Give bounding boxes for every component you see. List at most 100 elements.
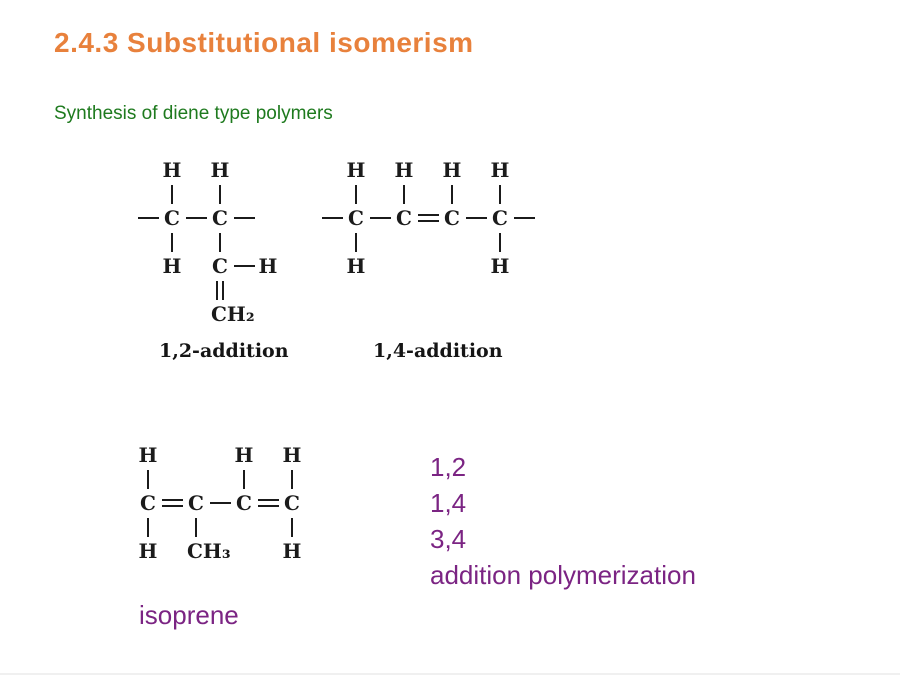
empty-cell (368, 182, 392, 206)
empty-cell (184, 443, 208, 467)
empty-cell (256, 278, 280, 302)
empty-cell (136, 254, 160, 278)
bond-line (513, 217, 535, 219)
empty-cell (184, 158, 208, 182)
bond-line (355, 232, 357, 252)
bond-v (136, 467, 160, 491)
bond-v (344, 182, 368, 206)
empty-cell (320, 158, 344, 182)
bond-h (512, 206, 536, 230)
bond-line (233, 265, 255, 267)
empty-cell (512, 158, 536, 182)
note-line-14: 1,4 (430, 488, 467, 518)
atom-hydrogen: H (490, 254, 510, 278)
empty-cell (464, 182, 488, 206)
empty-cell (416, 230, 440, 254)
isoprene-label: isoprene (139, 600, 239, 630)
bond-line (465, 217, 487, 219)
empty-cell (208, 443, 232, 467)
atom-carbon: C (284, 491, 300, 515)
empty-cell (232, 302, 256, 326)
bond-line (219, 184, 221, 204)
bond-line (369, 217, 391, 219)
bond-v (208, 182, 232, 206)
atom-hydrogen: H (282, 539, 302, 563)
empty-cell (160, 467, 184, 491)
empty-cell (232, 182, 256, 206)
empty-cell (320, 182, 344, 206)
bond-line (417, 214, 439, 222)
empty-cell (184, 278, 208, 302)
bond-h (464, 206, 488, 230)
atom-carbon: C (140, 491, 156, 515)
atom-hydrogen: H (210, 158, 230, 182)
empty-cell (368, 230, 392, 254)
bond-v (488, 182, 512, 206)
bond-line (257, 499, 279, 507)
bond-v (208, 230, 232, 254)
empty-cell (416, 254, 440, 278)
empty-cell (160, 539, 184, 563)
bond-line (321, 217, 343, 219)
bond-v (488, 230, 512, 254)
note-line-12: 1,2 (430, 452, 467, 482)
bond-v (160, 230, 184, 254)
bond-v (232, 467, 256, 491)
atom-hydrogen: H (490, 158, 510, 182)
atom-hydrogen: H (162, 158, 182, 182)
empty-cell (440, 254, 464, 278)
slide-bottom-edge (0, 673, 900, 675)
atom-hydrogen: H (346, 158, 366, 182)
bond-line (219, 232, 221, 252)
bond-line (291, 517, 293, 537)
slide-subtitle: Synthesis of diene type polymers (54, 103, 333, 124)
atom-carbon: C (348, 206, 364, 230)
empty-cell (232, 158, 256, 182)
empty-cell (160, 443, 184, 467)
atom-carbon: C (188, 491, 204, 515)
atom-carbon: C (236, 491, 252, 515)
atom-hydrogen: H (282, 443, 302, 467)
empty-cell (208, 539, 232, 563)
bond-line (185, 217, 207, 219)
empty-cell (208, 467, 232, 491)
bond-line (355, 184, 357, 204)
empty-cell (512, 254, 536, 278)
empty-cell (232, 515, 256, 539)
bond-line (403, 184, 405, 204)
bond-line (171, 232, 173, 252)
bond-h (232, 254, 256, 278)
empty-cell (368, 158, 392, 182)
bond-v (184, 515, 208, 539)
bond-h (208, 491, 232, 515)
bond-v (136, 515, 160, 539)
empty-cell (464, 230, 488, 254)
empty-cell (392, 254, 416, 278)
atom-carbon: C (164, 206, 180, 230)
empty-cell (256, 515, 280, 539)
bond-line (243, 469, 245, 489)
atom-carbon: C (396, 206, 412, 230)
empty-cell (256, 182, 280, 206)
bond-dh (416, 206, 440, 230)
note-line-34: 3,4 (430, 524, 467, 554)
note-line-addition-polymerization: addition polymerization (430, 560, 696, 590)
bond-line (209, 502, 231, 504)
empty-cell (160, 302, 184, 326)
bond-h (136, 206, 160, 230)
bond-line (137, 217, 159, 219)
empty-cell (160, 278, 184, 302)
empty-cell (232, 539, 256, 563)
bond-v (280, 467, 304, 491)
structure-12-label: 1,2-addition (159, 340, 289, 362)
atom-carbon: C (212, 254, 228, 278)
empty-cell (256, 302, 280, 326)
atom-hydrogen: H (394, 158, 414, 182)
empty-cell (320, 230, 344, 254)
bond-v (440, 182, 464, 206)
empty-cell (184, 467, 208, 491)
bond-line (291, 469, 293, 489)
empty-cell (256, 539, 280, 563)
